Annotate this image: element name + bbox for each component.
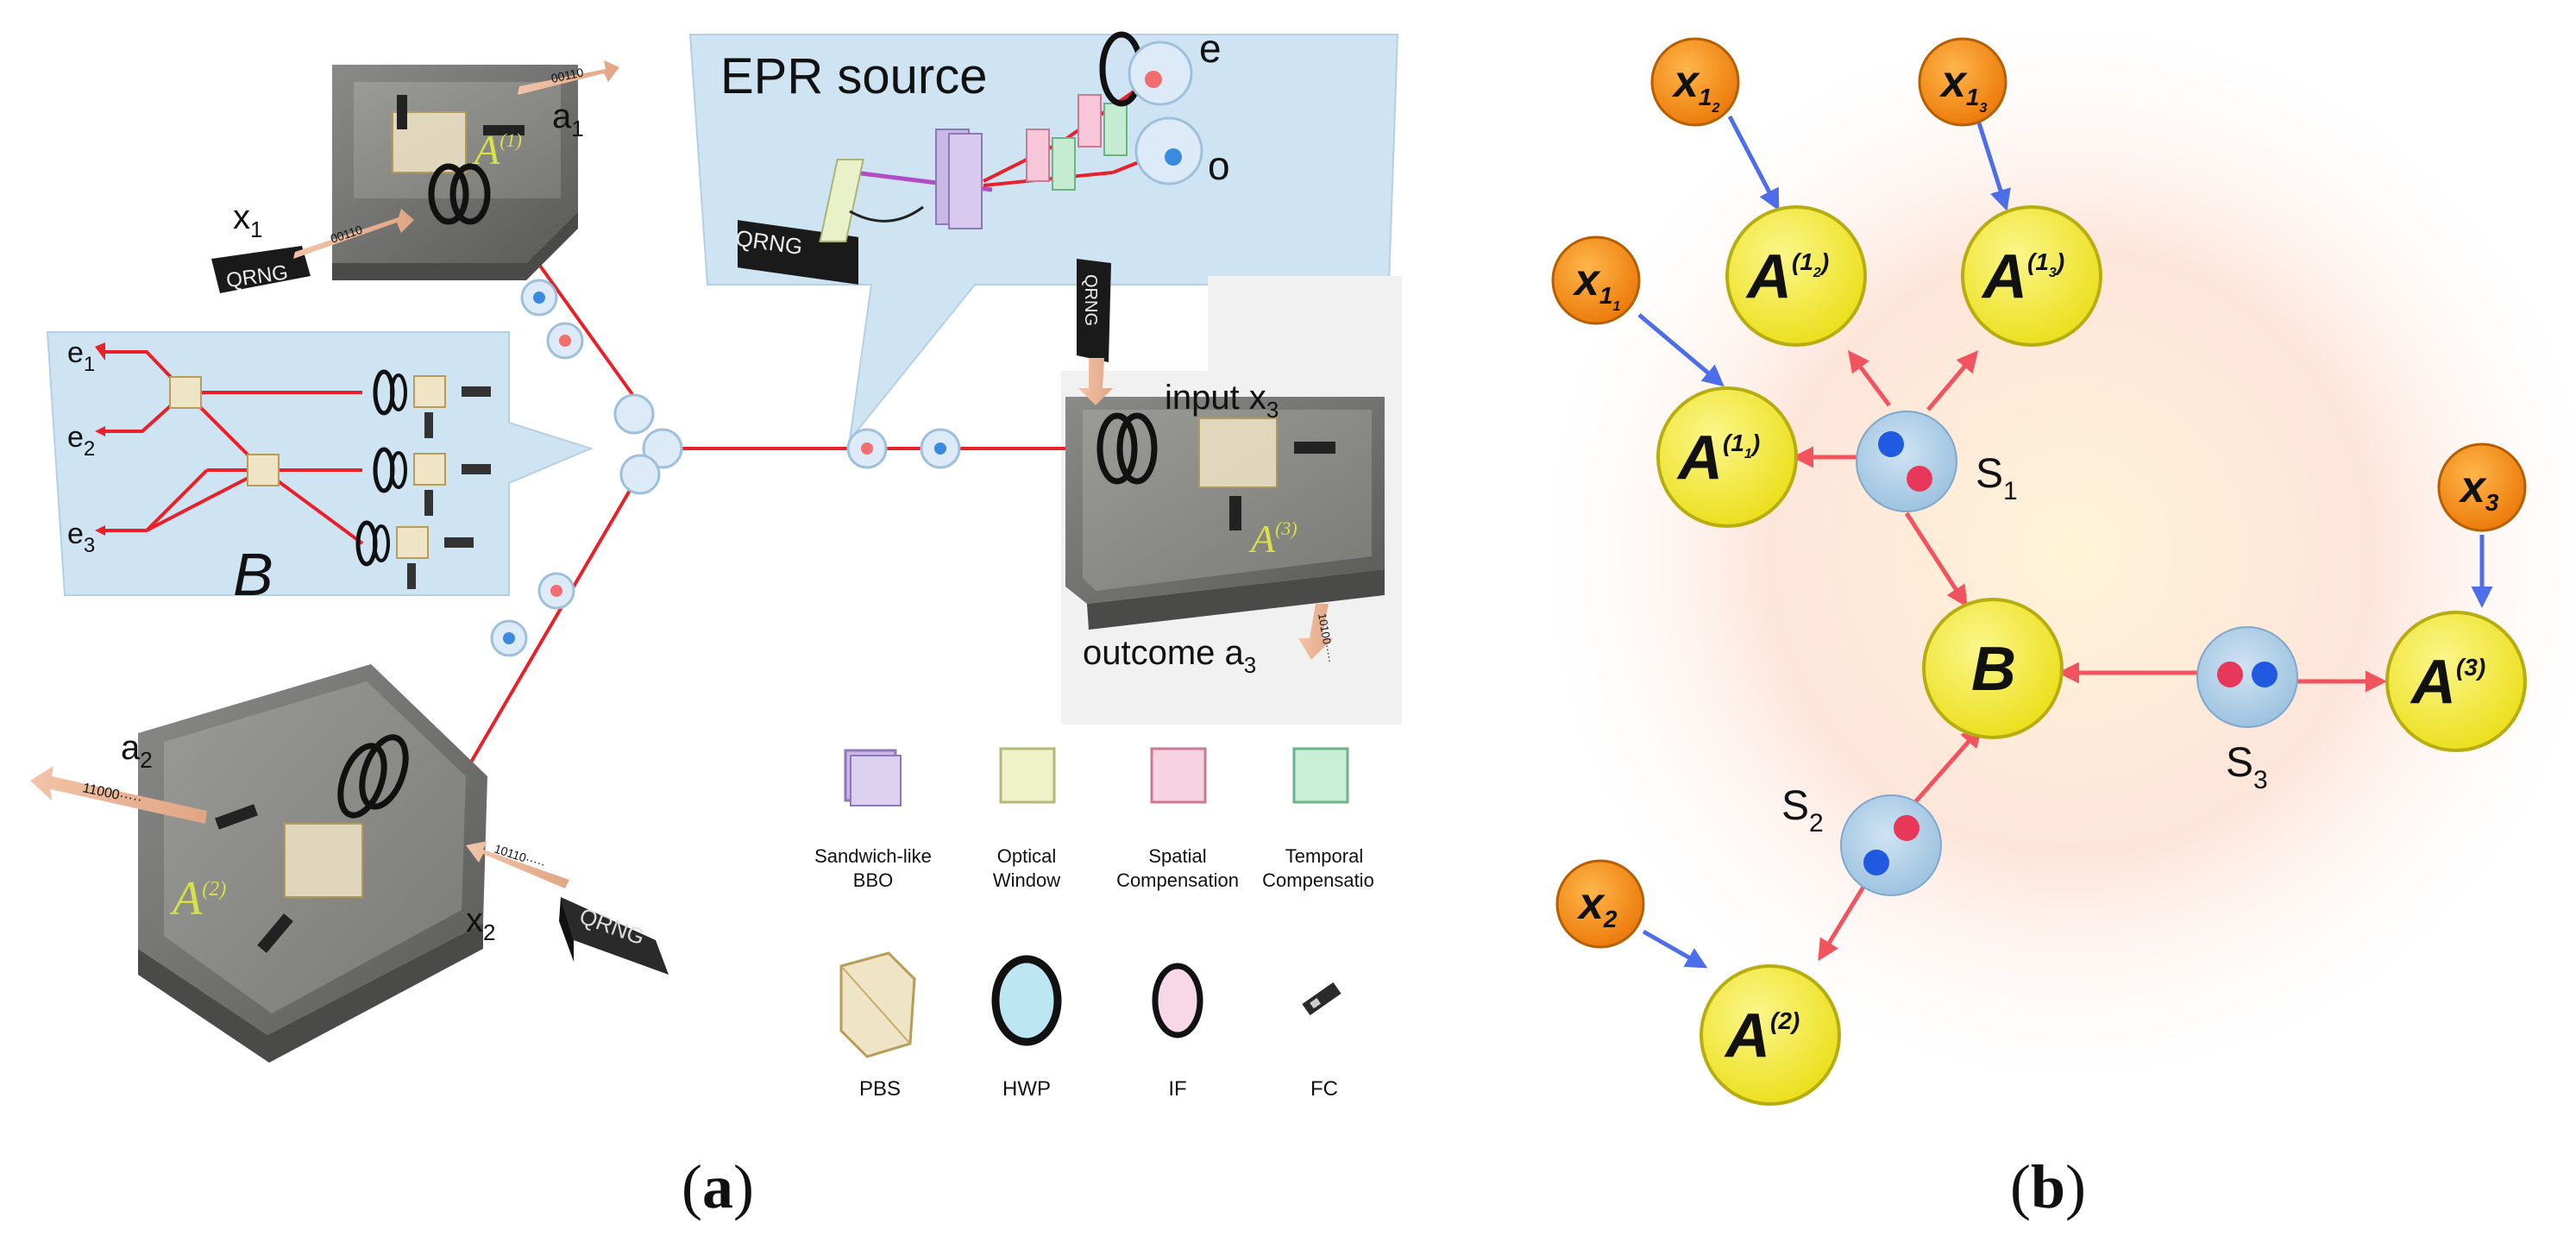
legend-spatial-label-1: Spatial [1148, 845, 1206, 867]
e3-label: e3 [67, 518, 95, 557]
panel-b: x12 x13 x11 x3 x2 A(12) A(13) A(1 [1518, 0, 2576, 1106]
a2-bits: 11000····· [81, 781, 143, 807]
legend-sandwich-label-2: BBO [853, 869, 893, 891]
x2-label: x2 [466, 901, 495, 945]
pbs-b2 [247, 454, 280, 486]
svg-text:A(12): A(12) [1745, 242, 1829, 311]
legend-window-label-2: Window [993, 869, 1060, 891]
box1-a-label: A(1) [472, 128, 522, 173]
legend-spatial-label-2: Compensation [1116, 869, 1239, 891]
legend-window-label-1: Optical [997, 845, 1056, 867]
edge-s2-a2 [1818, 878, 1870, 962]
node-a2: A(2) [1700, 964, 1841, 1106]
legend-temporal-label-2: Compensatio [1262, 869, 1374, 891]
temporal-compensation-component [1052, 137, 1076, 191]
legend-if-label: IF [1168, 1077, 1186, 1101]
legend-pbs-icon [839, 951, 916, 1058]
caption-a: (a) [682, 1152, 754, 1221]
svg-text:x2: x2 [1576, 879, 1618, 932]
edge-s1-a13 [1926, 350, 1979, 411]
network-glow [1518, 0, 2576, 1104]
node-x1-3: x13 [1918, 37, 2007, 127]
component-legend: Sandwich-like BBO Optical Window Spatial… [814, 747, 1374, 1101]
epr-e-label: e [1199, 26, 1222, 71]
spatial-compensation-component [1026, 129, 1050, 182]
panel-a: EPR source QRNG [30, 26, 1402, 1101]
node-b: B [1922, 598, 2064, 739]
epr-source-panel: EPR source QRNG [688, 26, 1399, 443]
rotation-arrow-icon [849, 205, 924, 223]
edge-s2-b [1913, 725, 1983, 804]
b-arm-1 [373, 369, 491, 438]
alice-box-2: A(2) 11000····· a2 QRNG 10110····· x2 [30, 664, 669, 1063]
b-arm-3 [355, 520, 474, 589]
node-s3: S3 [2196, 626, 2298, 794]
legend-optical-window-icon [999, 747, 1056, 804]
legend-hwp-label: HWP [1002, 1077, 1051, 1101]
outcome-a3-label: outcome a3 [1083, 634, 1256, 678]
edge-s1-b [1904, 511, 1968, 608]
edge-x11-a11 [1637, 313, 1725, 387]
node-x3: x3 [2437, 442, 2527, 532]
legend-fc-icon [1302, 982, 1341, 1016]
svg-text:B: B [1971, 635, 2016, 704]
a1-bits: 00110 [550, 65, 585, 85]
svg-text:S2: S2 [1781, 783, 1824, 838]
e2-label: e2 [67, 421, 95, 461]
alice-box-1: A(1) 00110 a1 [332, 60, 619, 280]
svg-text:x13: x13 [1938, 57, 1988, 116]
svg-text:x3: x3 [2458, 462, 2499, 516]
node-a1-3: A(13) [1961, 205, 2102, 347]
node-a1-2: A(12) [1725, 205, 1867, 347]
svg-text:S1: S1 [1976, 451, 2018, 505]
svg-text:x12: x12 [1671, 57, 1720, 116]
node-a3: A(3) [2385, 611, 2527, 752]
node-x1-2: x12 [1650, 37, 1740, 127]
input-x3-label: input x3 [1165, 379, 1279, 423]
qubit-sphere-e [1128, 41, 1193, 106]
svg-text:A(13): A(13) [1981, 242, 2064, 311]
e1-label: e1 [67, 336, 95, 376]
optical-window-component [819, 159, 864, 242]
svg-text:A(11): A(11) [1676, 424, 1760, 493]
legend-spatial-icon [1150, 747, 1207, 804]
bob-panel: e1 e2 e3 B [46, 331, 594, 608]
b-arm-2 [373, 447, 491, 516]
svg-text:A(2): A(2) [1724, 1001, 1800, 1070]
legend-temporal-label-1: Temporal [1285, 845, 1363, 867]
node-x2: x2 [1555, 859, 1645, 949]
epr-source-title: EPR source [720, 48, 987, 104]
node-x1-1: x11 [1551, 235, 1641, 325]
node-s1: S1 [1856, 411, 2018, 512]
edge-x12-a12 [1727, 115, 1780, 211]
alice-box-3: A(3) QRNG input x3 10100····· outcome a3 [1065, 259, 1385, 678]
legend-hwp-icon [991, 955, 1062, 1046]
node-a1-1: A(11) [1656, 386, 1798, 528]
edge-x13-a13 [1973, 111, 2011, 211]
svg-text:x11: x11 [1572, 255, 1621, 314]
svg-text:A(3): A(3) [2410, 648, 2485, 717]
edge-x2-a2 [1642, 929, 1708, 969]
legend-pbs-label: PBS [859, 1077, 901, 1101]
qrng-x3-label: QRNG [1081, 274, 1100, 326]
caption-b: (b) [2010, 1152, 2087, 1221]
a2-label: a2 [121, 729, 153, 773]
box2-a-label: A(2) [169, 872, 226, 925]
legend-fc-label: FC [1310, 1077, 1338, 1101]
legend-sandwich-label-1: Sandwich-like [814, 845, 932, 867]
b-panel-label: B [233, 541, 273, 608]
node-s2: S2 [1781, 783, 1942, 896]
x1-label: x1 [233, 198, 262, 242]
a1-label: a1 [552, 97, 584, 141]
edge-s1-a12 [1848, 350, 1891, 407]
epr-o-label: o [1208, 143, 1230, 188]
svg-text:S3: S3 [2226, 740, 2268, 794]
pbs-b1 [169, 376, 202, 409]
legend-temporal-icon [1292, 747, 1349, 804]
legend-if-icon [1152, 963, 1203, 1038]
box3-a-label: A(3) [1248, 517, 1297, 561]
